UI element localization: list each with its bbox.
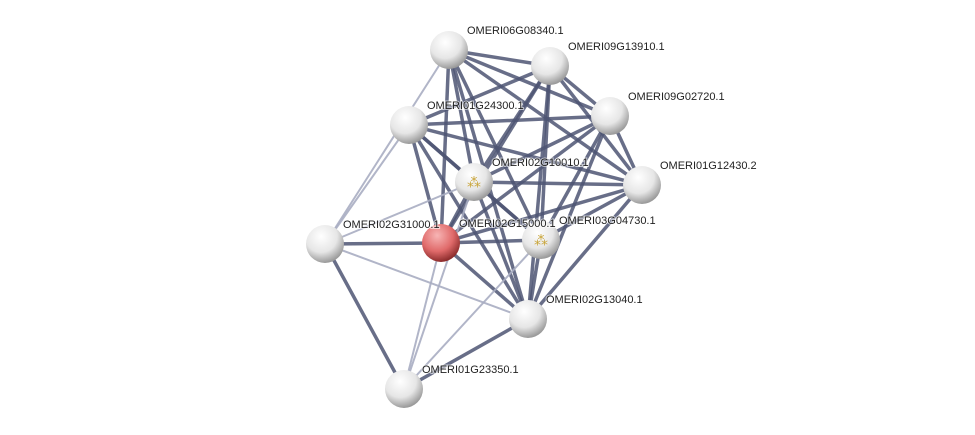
edge-D-G[interactable] xyxy=(324,124,410,245)
protein-structure-icon: ⁂ xyxy=(534,234,548,249)
edge-B-H[interactable] xyxy=(439,65,552,244)
edge-C-I[interactable] xyxy=(539,115,612,241)
node-label: OMERI02G10010.1 xyxy=(492,157,589,169)
edge-E-G[interactable] xyxy=(324,181,475,245)
protein-structure-icon: ⁂ xyxy=(467,176,481,191)
node-OMERI01G24300.1[interactable] xyxy=(390,106,428,144)
node-label: OMERI03G04730.1 xyxy=(559,215,656,227)
edge-A-C[interactable] xyxy=(448,48,611,118)
edge-A-G[interactable] xyxy=(324,49,450,245)
node-sphere[interactable] xyxy=(422,224,460,262)
edge-A-H[interactable] xyxy=(439,49,451,244)
node-label: OMERI09G13910.1 xyxy=(568,41,665,53)
edge-F-I[interactable] xyxy=(540,183,643,242)
node-label: OMERI02G15000.1 xyxy=(459,218,556,230)
edge-D-F[interactable] xyxy=(408,123,643,187)
node-label: OMERI01G23350.1 xyxy=(422,364,519,376)
node-OMERI02G13040.1[interactable] xyxy=(509,300,547,338)
edge-B-D[interactable] xyxy=(408,64,551,127)
node-OMERI01G12430.2[interactable] xyxy=(623,166,661,204)
node-sphere[interactable] xyxy=(623,166,661,204)
node-label: OMERI09G02720.1 xyxy=(628,91,725,103)
edge-D-J[interactable] xyxy=(407,124,530,320)
node-sphere[interactable] xyxy=(306,225,344,263)
node-sphere[interactable] xyxy=(509,300,547,338)
node-OMERI02G15000.1[interactable] xyxy=(422,224,460,262)
node-sphere[interactable] xyxy=(522,221,560,259)
node-sphere[interactable] xyxy=(591,97,629,135)
edge-G-K[interactable] xyxy=(323,243,406,390)
node-OMERI09G02720.1[interactable] xyxy=(591,97,629,135)
node-OMERI03G04730.1[interactable]: ⁂ xyxy=(522,221,560,259)
node-OMERI01G23350.1[interactable] xyxy=(385,370,423,408)
edge-I-K[interactable] xyxy=(403,239,542,390)
edge-C-D[interactable] xyxy=(408,114,611,127)
edge-F-J[interactable] xyxy=(526,183,644,321)
edge-G-J[interactable] xyxy=(324,243,529,320)
node-sphere[interactable] xyxy=(531,47,569,85)
node-sphere[interactable] xyxy=(455,163,493,201)
edges-layer xyxy=(323,48,644,391)
node-sphere[interactable] xyxy=(430,31,468,69)
edge-H-G[interactable] xyxy=(324,241,442,246)
node-sphere[interactable] xyxy=(390,106,428,144)
node-label: OMERI02G13040.1 xyxy=(546,294,643,306)
nodes-layer: ⁂⁂ xyxy=(306,31,661,408)
node-label: OMERI02G31000.1 xyxy=(343,219,440,231)
labels-layer: OMERI06G08340.1OMERI09G13910.1OMERI09G02… xyxy=(342,24,758,377)
edge-E-F[interactable] xyxy=(473,180,643,187)
edge-D-H[interactable] xyxy=(407,124,443,244)
edge-E-J[interactable] xyxy=(472,181,530,320)
edge-A-E[interactable] xyxy=(447,49,476,183)
node-sphere[interactable] xyxy=(385,370,423,408)
edge-B-J[interactable] xyxy=(526,65,552,320)
edge-H-K[interactable] xyxy=(403,242,442,390)
edge-K-J[interactable] xyxy=(403,317,529,391)
node-label: OMERI01G12430.2 xyxy=(660,160,757,172)
node-OMERI06G08340.1[interactable] xyxy=(430,31,468,69)
node-OMERI02G31000.1[interactable] xyxy=(306,225,344,263)
edge-H-J[interactable] xyxy=(439,241,530,321)
edge-A-I[interactable] xyxy=(447,49,543,241)
node-label: OMERI06G08340.1 xyxy=(467,25,564,37)
edge-F-H[interactable] xyxy=(440,183,643,245)
edge-C-E[interactable] xyxy=(473,114,611,184)
node-OMERI09G13910.1[interactable] xyxy=(531,47,569,85)
edge-C-J[interactable] xyxy=(526,115,612,320)
node-OMERI02G10010.1[interactable]: ⁂ xyxy=(455,163,493,201)
node-label: OMERI01G24300.1 xyxy=(427,100,524,112)
